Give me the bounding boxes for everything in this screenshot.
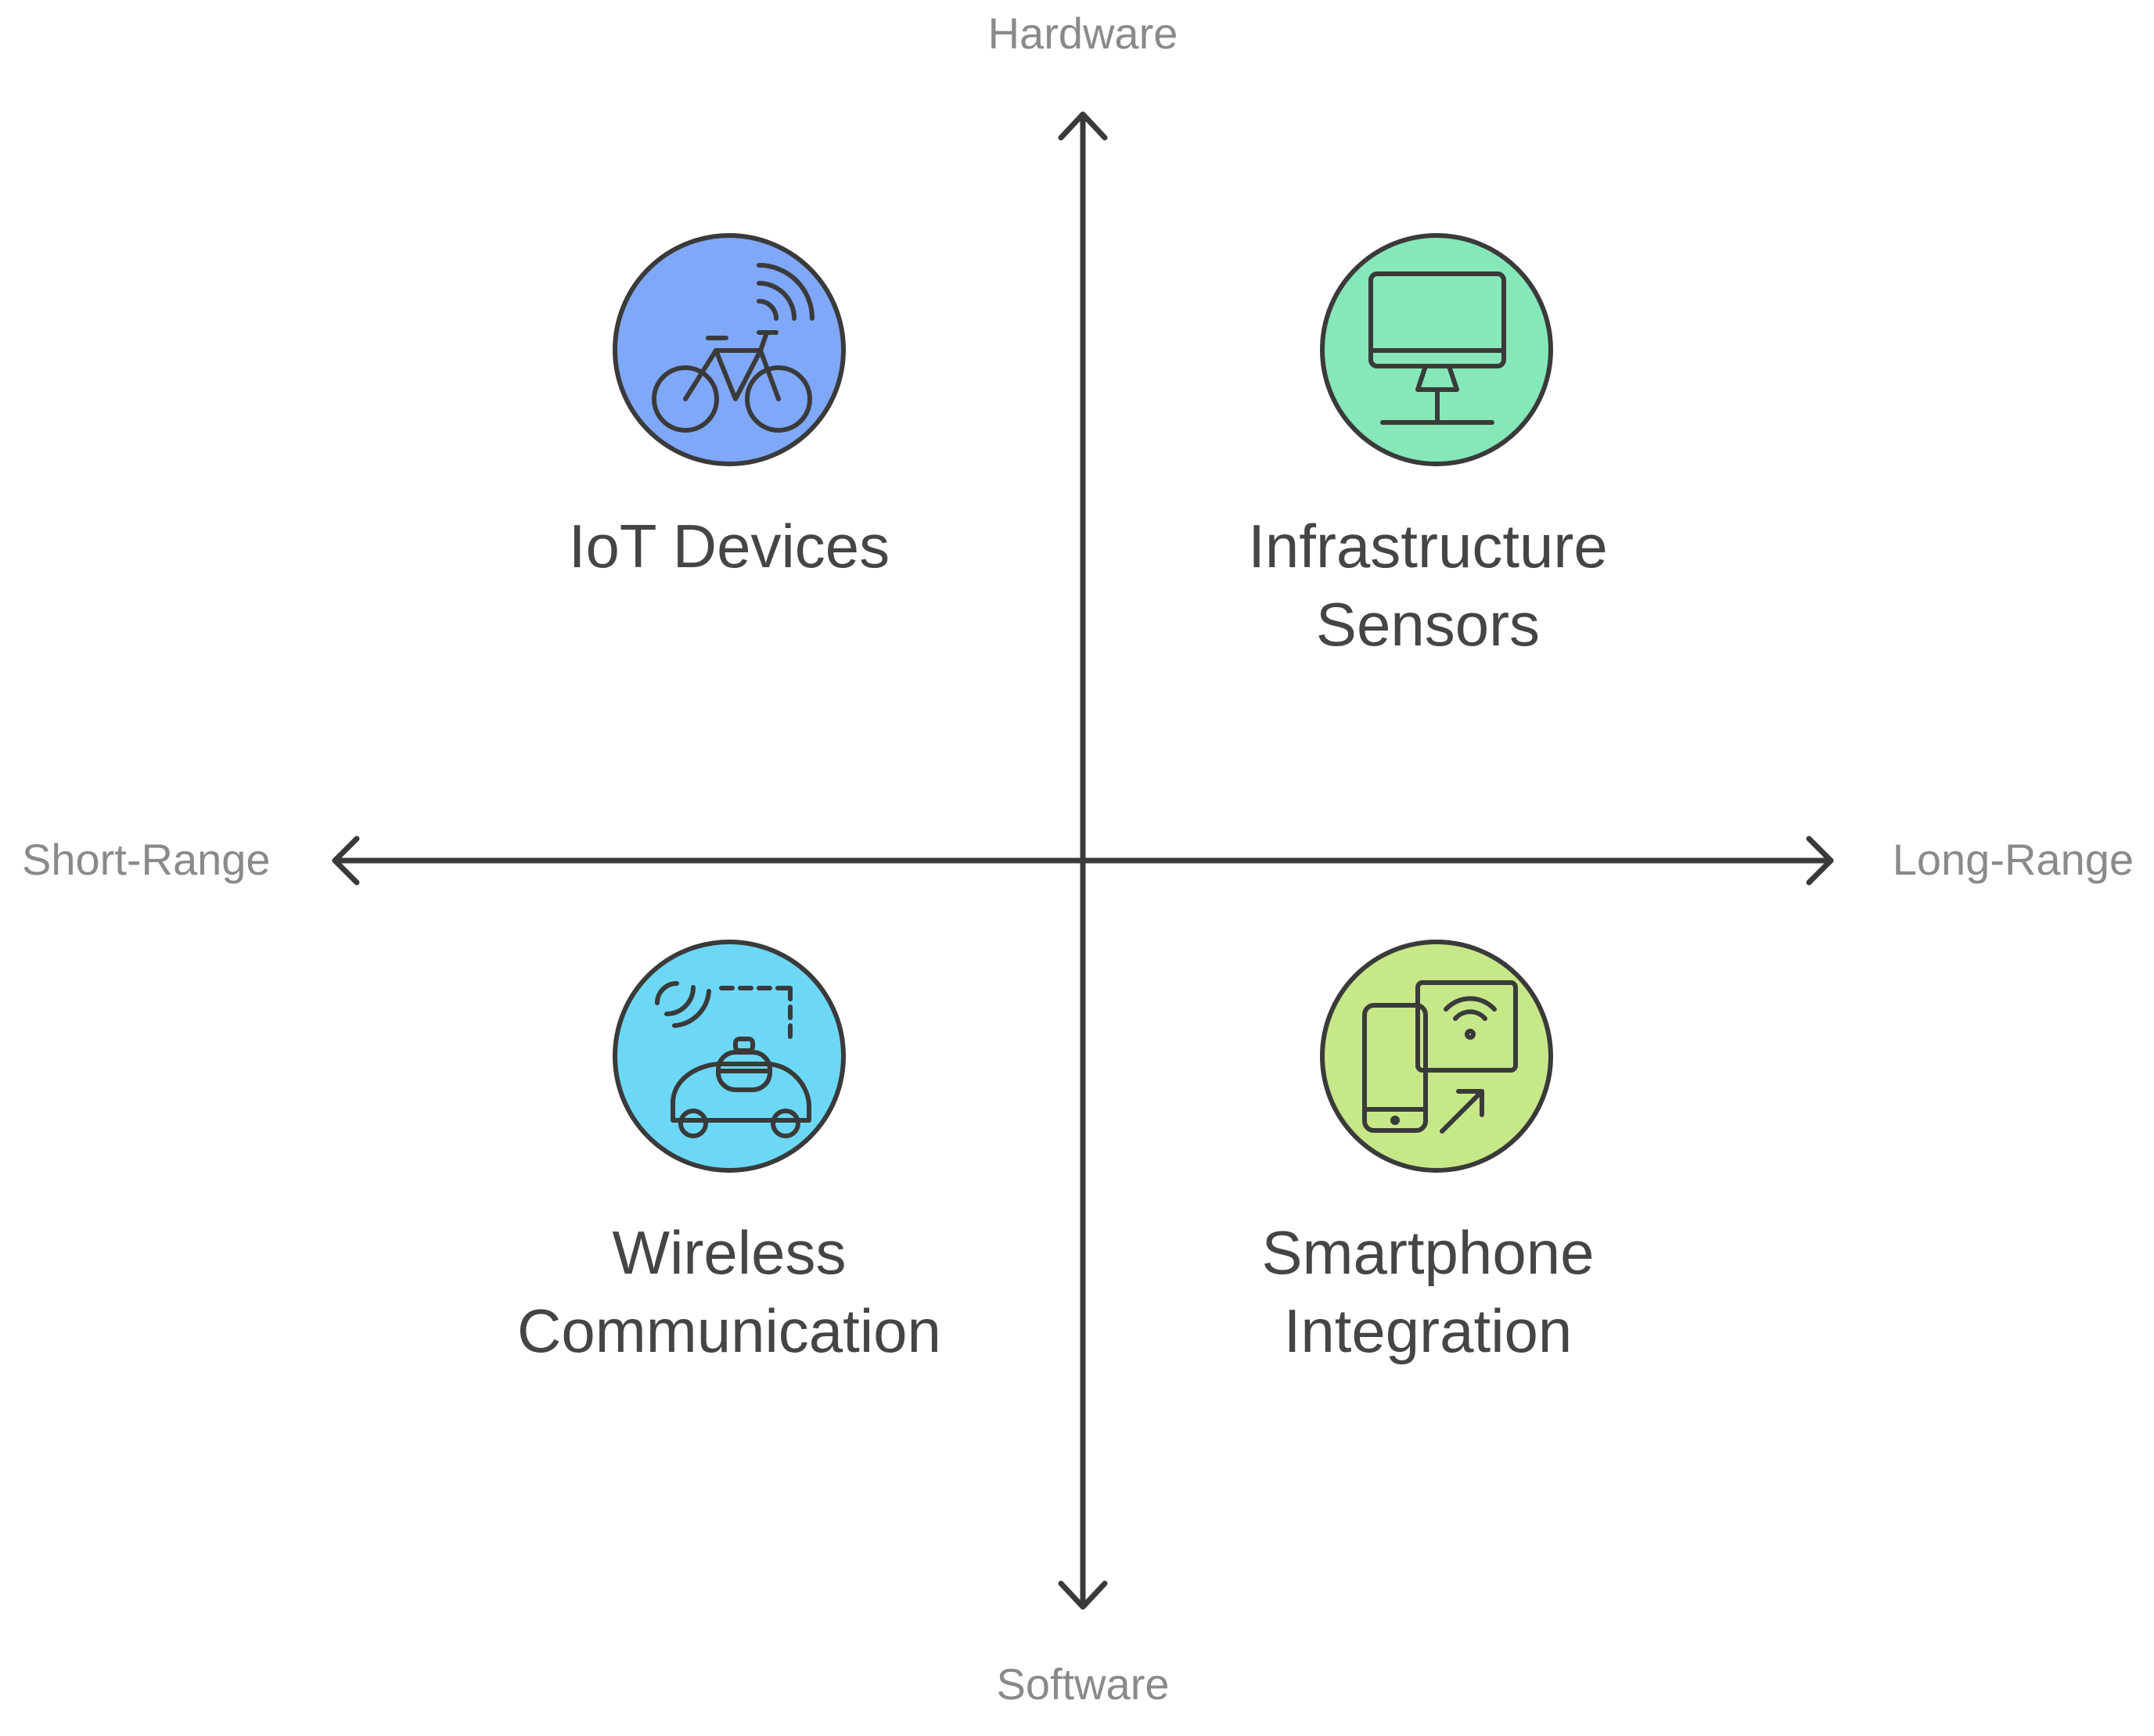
quadrant-label-bottom-right-line2: Integration bbox=[1284, 1296, 1573, 1365]
quadrant-label-bottom-right-line1: Smartphone bbox=[1262, 1218, 1595, 1287]
autonomous-car-icon bbox=[655, 981, 811, 1138]
left-arrowhead bbox=[332, 836, 360, 886]
quadrant-label-top-right-line2: Sensors bbox=[1316, 590, 1540, 659]
quadrant-label-bottom-left-line1: Wireless bbox=[612, 1218, 846, 1287]
icon-circle-bottom-right bbox=[1320, 940, 1553, 1173]
icon-circle-bottom-left bbox=[613, 940, 846, 1173]
bicycle-signal-icon bbox=[652, 263, 814, 433]
axis-label-left: Short-Range bbox=[22, 835, 271, 884]
quadrant-top-left: IoT Devices bbox=[569, 233, 890, 580]
quadrant-top-right: Infrastructure Sensors bbox=[1248, 233, 1608, 659]
quadrant-label-bottom-left-line2: Communication bbox=[517, 1296, 941, 1365]
quadrant-bottom-right: Smartphone Integration bbox=[1262, 940, 1595, 1365]
quadrant-label-top-right-line1: Infrastructure bbox=[1248, 512, 1608, 580]
monitor-icon bbox=[1368, 271, 1506, 425]
right-arrowhead bbox=[1806, 836, 1834, 886]
down-arrowhead bbox=[1058, 1580, 1108, 1610]
axes bbox=[332, 111, 1834, 1610]
phone-screen-share-icon bbox=[1362, 980, 1518, 1134]
axis-label-right: Long-Range bbox=[1893, 835, 2134, 884]
quadrant-label-top-left: IoT Devices bbox=[569, 512, 890, 580]
quadrant-bottom-left: Wireless Communication bbox=[517, 940, 941, 1365]
up-arrowhead bbox=[1058, 111, 1108, 141]
axis-label-top: Hardware bbox=[988, 9, 1178, 58]
axis-label-bottom: Software bbox=[997, 1659, 1170, 1709]
